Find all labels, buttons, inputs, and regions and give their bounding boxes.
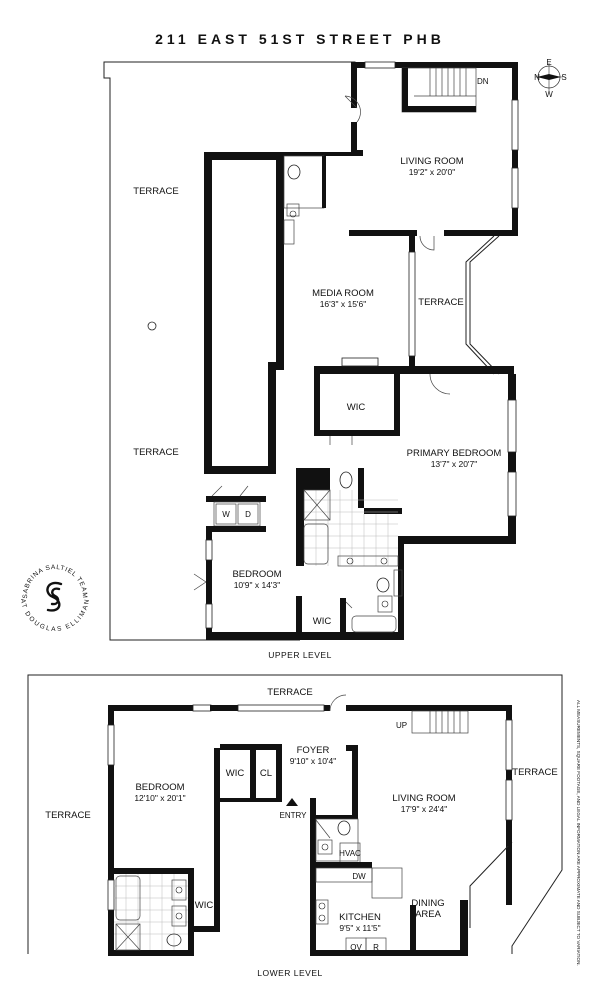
- lower-bay-window: [469, 841, 513, 928]
- upper-bedroom-name: BEDROOM: [232, 569, 281, 580]
- fridge-label: R: [373, 943, 379, 952]
- lower-shower: [115, 923, 141, 951]
- lower-living-window-2: [505, 779, 513, 821]
- lower-powder-toilet: [337, 820, 351, 836]
- primary-wic-label: WIC: [347, 402, 366, 413]
- lower-stair-treads: [429, 711, 461, 733]
- bedroom-toilet: [376, 577, 390, 593]
- lower-bath-tile: [114, 874, 188, 950]
- compass-w-label: W: [545, 90, 553, 99]
- bay-window: [469, 235, 500, 375]
- lower-bedroom-window-left-1: [107, 724, 115, 766]
- compass-icon: N S E W: [534, 58, 567, 99]
- dining-name: DINING: [411, 898, 444, 909]
- bedroom-window-left-1: [205, 539, 213, 561]
- media-room-dim: 16'3" x 15'6": [320, 299, 367, 309]
- disclaimer-text: ALL MEASUREMENTS, SQUARE FOOTAGE, AND LE…: [576, 700, 581, 966]
- stair-up-label: UP: [396, 721, 407, 730]
- cooktop: [315, 899, 329, 925]
- primary-window-right-2: [507, 471, 517, 517]
- lower-bedroom-window-left-2: [107, 879, 115, 911]
- washer-label: W: [222, 510, 230, 519]
- lower-bedroom-window-top: [192, 704, 212, 712]
- primary-window-right-1: [507, 399, 517, 453]
- upper-terrace-mid-label: TERRACE: [418, 297, 463, 308]
- stair-dn-label: DN: [477, 77, 489, 86]
- bedroom-window-left-2: [205, 603, 213, 629]
- lower-terrace-right-label: TERRACE: [512, 767, 557, 778]
- hvac-label: HVAC: [339, 849, 361, 858]
- upper-bedroom-dim: 10'9" x 14'3": [234, 580, 281, 590]
- primary-bedroom-name: PRIMARY BEDROOM: [407, 448, 502, 459]
- lower-level-plan: UP: [27, 674, 563, 978]
- lower-living-dim: 17'9" x 24'4": [401, 804, 448, 814]
- foyer-dim: 9'10" x 10'4": [290, 756, 337, 766]
- logo-top-text: SABRINA SALTIEL TEAM: [22, 564, 88, 599]
- logo-monogram-icon: [46, 581, 63, 612]
- primary-vanity: [337, 555, 399, 567]
- plan-title: 211 EAST 51ST STREET PHB: [155, 31, 445, 47]
- kitchen-island: [371, 867, 403, 899]
- kitchen-dim: 9'5" x 11'5": [339, 923, 380, 933]
- primary-window-top: [341, 357, 379, 367]
- lower-terrace-left-label: TERRACE: [45, 810, 90, 821]
- dryer-label: D: [245, 510, 251, 519]
- lower-living-name: LIVING ROOM: [392, 793, 455, 804]
- closet-label: CL: [260, 768, 272, 779]
- bedroom-wic-label: WIC: [313, 616, 332, 627]
- primary-toilet: [339, 471, 353, 489]
- dining-name-2: AREA: [415, 909, 442, 920]
- living-window-top: [364, 61, 396, 69]
- lower-wic-label: WIC: [226, 768, 245, 779]
- primary-tub: [303, 523, 329, 565]
- primary-bedroom-dim: 13'7" x 20'7": [431, 459, 478, 469]
- kitchen-name: KITCHEN: [339, 912, 381, 923]
- lower-stair: [411, 710, 469, 734]
- living-window-right-2: [511, 167, 519, 209]
- team-logo: SABRINA SALTIEL TEAM AT DOUGLAS ELLIMAN: [19, 564, 90, 633]
- upper-living-dim: 19'2" x 20'0": [409, 167, 456, 177]
- upper-terrace-top-label: TERRACE: [133, 186, 178, 197]
- upper-level-plan: DN: [103, 61, 519, 660]
- media-window: [408, 251, 416, 357]
- dryer-box: [237, 503, 259, 525]
- compass-s-label: S: [561, 73, 566, 82]
- entry-label: ENTRY: [280, 811, 308, 820]
- foyer-name: FOYER: [297, 745, 330, 756]
- stair-treads: [414, 68, 476, 97]
- primary-bath-tile: [304, 490, 398, 566]
- upper-living-name: LIVING ROOM: [400, 156, 463, 167]
- upper-terrace-bottom-label: TERRACE: [133, 447, 178, 458]
- powder-toilet: [287, 164, 301, 180]
- lower-tub: [115, 875, 141, 921]
- dw-label: DW: [352, 872, 366, 881]
- upper-stair: [401, 67, 477, 113]
- terrace-drain-icon: [147, 321, 157, 331]
- lower-terrace-top-label: TERRACE: [267, 687, 312, 698]
- bedroom-tub: [351, 615, 397, 633]
- lower-bath-wic-label: WIC: [195, 900, 214, 911]
- upper-level-label: UPPER LEVEL: [268, 650, 332, 660]
- lower-terrace-outline: [27, 674, 563, 954]
- compass-e-label: E: [546, 58, 551, 67]
- lower-level-label: LOWER LEVEL: [257, 968, 323, 978]
- primary-shower: [303, 489, 331, 521]
- lower-window-top-1: [237, 704, 325, 712]
- media-room-name: MEDIA ROOM: [312, 288, 374, 299]
- entry-arrow-icon: [286, 798, 298, 806]
- compass-n-label: N: [534, 73, 540, 82]
- lower-living-window-1: [505, 719, 513, 771]
- lower-bedroom-name: BEDROOM: [135, 782, 184, 793]
- oven-label: OV: [350, 943, 362, 952]
- lower-bath-toilet: [166, 933, 182, 947]
- upper-terrace-outline: [103, 61, 356, 641]
- lower-bedroom-dim: 12'10" x 20'1": [134, 793, 185, 803]
- washer-box: [215, 503, 237, 525]
- living-window-right-1: [511, 99, 519, 151]
